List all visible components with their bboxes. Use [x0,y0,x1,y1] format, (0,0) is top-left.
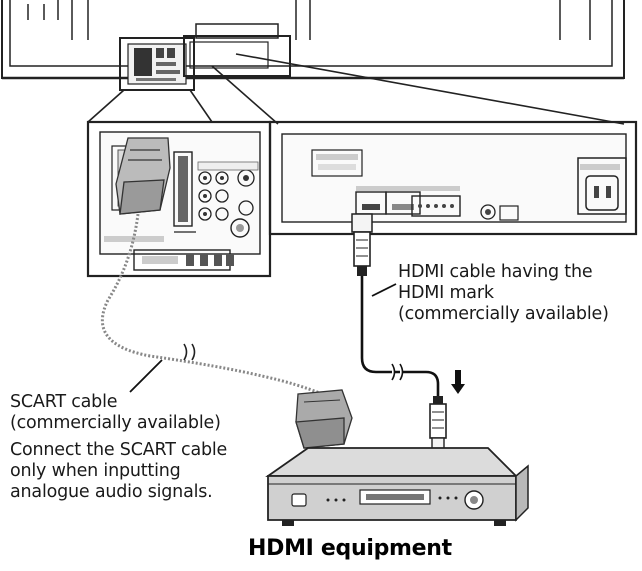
arrow-up-icon [451,370,465,394]
hdmi-terminal-panel [268,120,638,236]
hdmi-cable-label-line: HDMI cable having the [398,262,593,282]
scart-cable-label-line: (commercially available) [10,413,221,433]
tv-rear-panel [1,0,625,91]
scart-note-line: only when inputting [10,461,181,481]
scart-note-line: Connect the SCART cable [10,440,228,460]
hdmi-equipment-caption: HDMI equipment [248,536,452,561]
scart-cable-label-line: SCART cable [10,392,118,412]
scart-cable [101,213,353,449]
scart-cable-label: SCART cable (commercially available) [10,392,221,434]
scart-plug-top [115,137,171,215]
scart-connection-note: Connect the SCART cable only when inputt… [10,440,227,503]
zoom-leader-lines [87,53,625,125]
hdmi-cable-label: HDMI cable having the HDMI mark (commerc… [398,262,609,325]
hdmi-equipment-device [265,447,529,526]
scart-note-line: analogue audio signals. [10,482,213,502]
scart-terminal-panel [86,120,272,278]
hdmi-cable-label-line: HDMI mark [398,283,494,303]
hdmi-cable-label-line: (commercially available) [398,304,609,324]
hdmi-cable [351,213,465,453]
